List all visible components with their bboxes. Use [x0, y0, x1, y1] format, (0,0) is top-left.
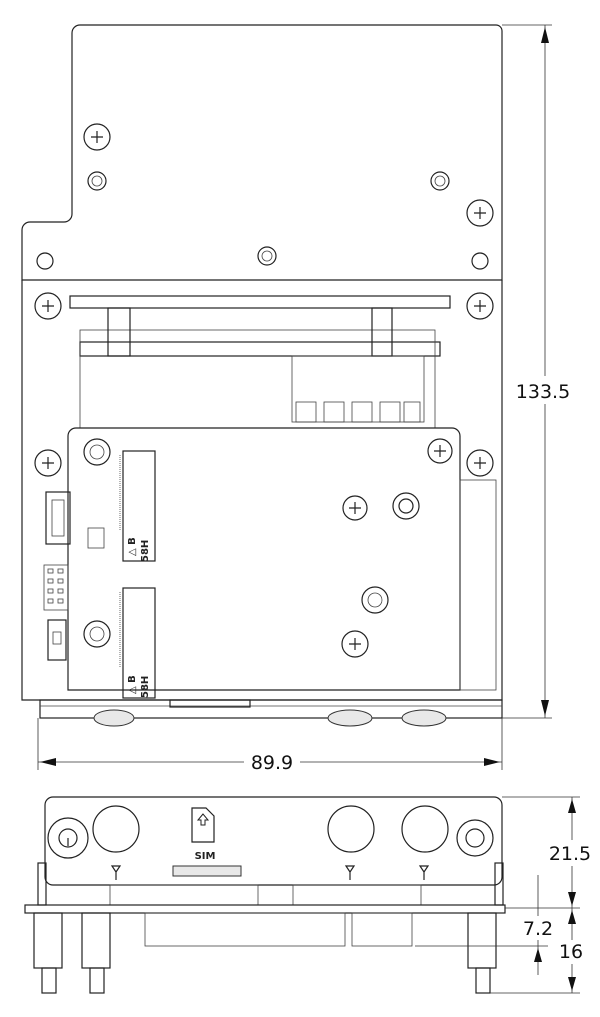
led-icon	[456, 819, 494, 857]
upper-plate-outline	[21, 24, 503, 281]
sim-card-icon	[191, 807, 215, 843]
board-edge	[24, 904, 506, 914]
upper-connector-rail	[69, 295, 451, 309]
board-offset-value: 7.2	[523, 918, 553, 940]
m2-slot: △ B 58H	[119, 450, 156, 562]
standoff-holes	[36, 171, 489, 648]
height-value: 133.5	[516, 381, 570, 403]
screw-icon	[466, 449, 494, 477]
front-view: SIM	[24, 796, 506, 994]
height-dimension: 133.5	[502, 24, 582, 719]
sim-label: SIM	[195, 851, 216, 862]
antenna-icon	[110, 865, 122, 880]
width-value: 89.9	[251, 752, 293, 774]
standoff-value: 16	[559, 941, 583, 963]
reset-button-icon	[47, 817, 89, 859]
front-panel	[44, 796, 503, 886]
m2-slot: △ B 58H	[119, 587, 156, 699]
screw-icon	[466, 292, 494, 320]
antenna-icon	[418, 865, 430, 880]
antenna-port	[92, 805, 140, 853]
pin-header	[43, 564, 69, 611]
antenna-port	[327, 805, 375, 853]
antenna-icon	[344, 865, 356, 880]
slot-mark: △ B	[127, 537, 138, 556]
screw-icon	[34, 449, 62, 477]
screw-icon	[427, 438, 453, 464]
width-dimension: 89.9	[37, 718, 503, 774]
antenna-icons	[110, 865, 430, 880]
lower-board-outline	[67, 427, 461, 691]
slot-code: 58H	[140, 676, 151, 698]
screw-icon	[466, 199, 494, 227]
screw-icon	[341, 630, 369, 658]
card-edge	[79, 341, 441, 357]
screw-icons	[34, 123, 494, 658]
antenna-port	[401, 805, 449, 853]
standoffs	[33, 862, 504, 994]
top-view: △ B 58H △ B 58H	[21, 24, 503, 727]
slot-mark: △ B	[127, 675, 138, 694]
panel-height-value: 21.5	[549, 843, 591, 865]
main-body-outline	[21, 280, 503, 701]
screw-icon	[83, 123, 111, 151]
screw-icon	[34, 292, 62, 320]
bottom-plate-edge	[39, 699, 503, 719]
sim-slot	[172, 865, 242, 877]
screw-icon	[342, 495, 368, 521]
slot-code: 58H	[140, 540, 151, 562]
front-dimensions: 21.5 7.2 16	[415, 796, 596, 994]
